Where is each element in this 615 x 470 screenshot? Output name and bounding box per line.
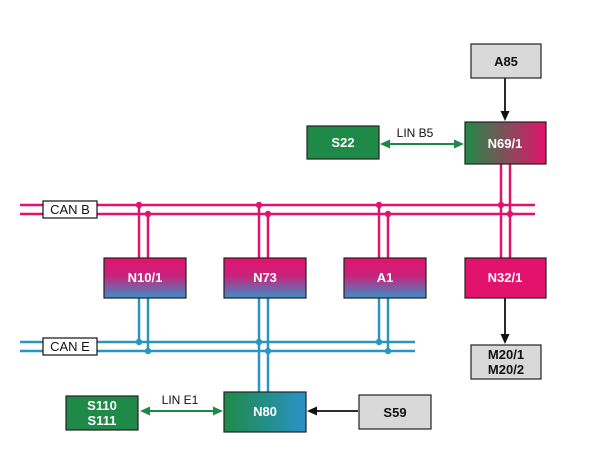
- module-s22-label: S22: [331, 135, 354, 150]
- module-a1-label: A1: [377, 270, 394, 285]
- module-a85: A85: [470, 43, 542, 79]
- can-b-bus: [20, 203, 535, 216]
- can-b-label-box: CAN B: [42, 200, 98, 219]
- module-m20: M20/1 M20/2: [470, 344, 542, 380]
- module-n80: N80: [223, 391, 307, 433]
- module-s111-label: S111: [88, 413, 117, 428]
- can-e-junctions: [135, 338, 392, 355]
- module-n73-label: N73: [253, 270, 277, 285]
- module-n10-1: N10/1: [103, 257, 187, 299]
- module-n69-1-label: N69/1: [488, 136, 523, 151]
- lin-e1-link: [140, 406, 223, 416]
- module-n32-1-label: N32/1: [488, 270, 523, 285]
- module-s59: S59: [358, 394, 432, 430]
- lin-e1-label: LIN E1: [162, 393, 199, 407]
- module-s59-label: S59: [383, 405, 406, 420]
- module-n73: N73: [223, 257, 307, 299]
- module-n10-1-label: N10/1: [128, 270, 163, 285]
- can-b-label: CAN B: [50, 202, 90, 217]
- can-e-drops: [137, 298, 390, 392]
- module-s22: S22: [306, 125, 380, 160]
- signal-arrows: [307, 78, 510, 416]
- module-m20-1-label: M20/1: [488, 347, 524, 362]
- module-m20-2-label: M20/2: [488, 362, 524, 377]
- can-e-label: CAN E: [50, 339, 90, 354]
- module-s110-label: S110: [87, 398, 117, 413]
- module-a85-label: A85: [494, 54, 518, 69]
- lin-b5-label: LIN B5: [397, 126, 434, 140]
- lin-b5-link: [380, 139, 464, 149]
- can-b-junctions: [135, 201, 514, 218]
- module-s110-s111: S110 S111: [65, 395, 139, 431]
- can-e-label-box: CAN E: [42, 337, 98, 356]
- module-a1: A1: [343, 257, 427, 299]
- can-b-drops: [137, 164, 512, 258]
- module-n80-label: N80: [253, 404, 277, 419]
- module-n32-1: N32/1: [464, 257, 547, 299]
- module-n69-1: N69/1: [464, 121, 547, 165]
